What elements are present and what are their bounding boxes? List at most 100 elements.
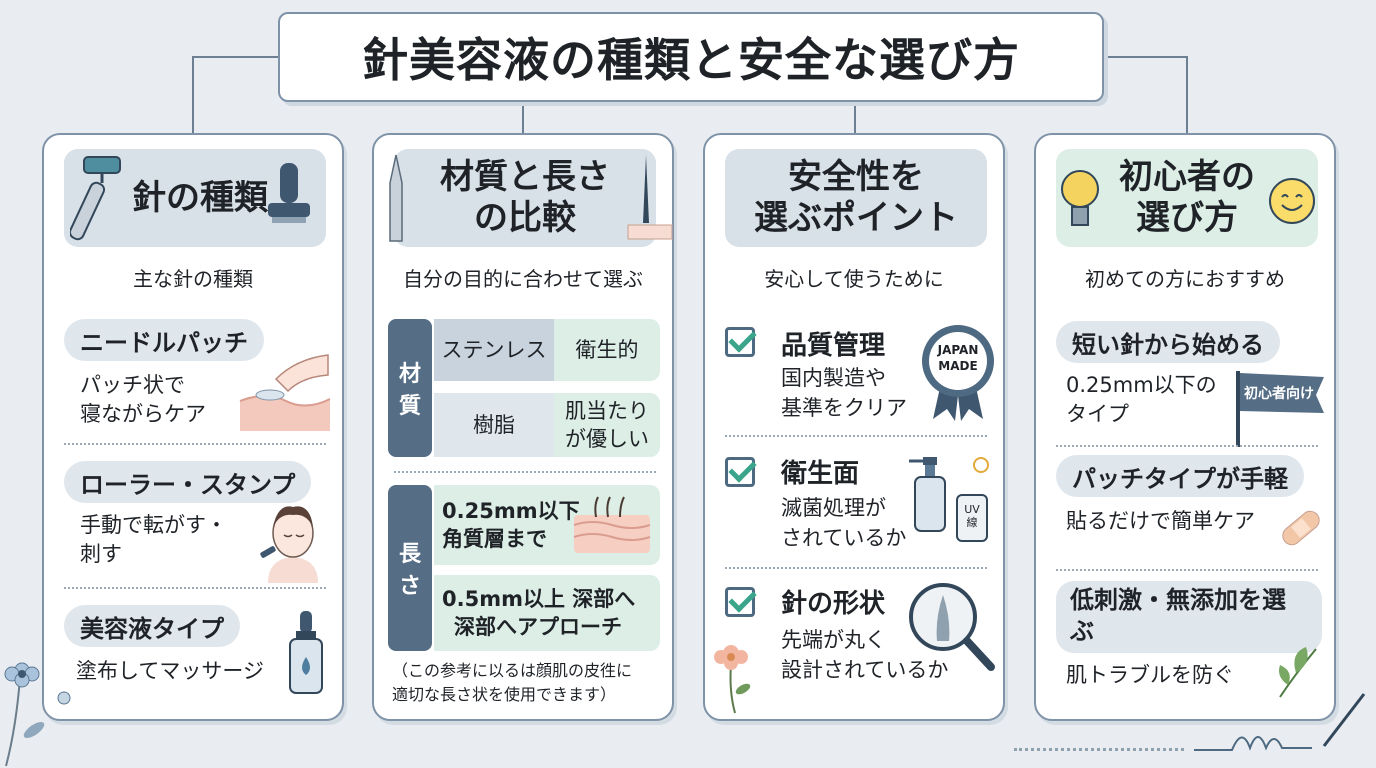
column-header: 安全性を 選ぶポイント — [725, 149, 987, 247]
column-subtitle: 主な針の種類 — [133, 267, 253, 291]
connector-line — [192, 56, 194, 134]
desc-line: されているか — [781, 526, 907, 551]
label-char: さ — [398, 574, 421, 599]
short-needle-label: 短い針から始める — [1056, 321, 1280, 363]
desc-line: 0.25mm以下の — [1066, 373, 1217, 397]
connector-line — [1102, 56, 1188, 58]
header-text: 初心者の — [1119, 157, 1255, 198]
connector-line — [192, 56, 280, 58]
derma-roller-icon — [70, 156, 121, 241]
desc-line: 塗布してマッサージ — [76, 659, 264, 683]
hygiene-head: 衛生面 — [781, 459, 860, 489]
column-material-length: 材質と長さ の比較 自分の目的に合わせて選ぶ 材 質 ステンレス 衛生的 樹脂 … — [372, 133, 674, 721]
quality-desc: 国内製造や 基準をクリア — [781, 363, 907, 424]
leaf-icon — [1279, 647, 1317, 698]
roller-stamp-label: ローラー・スタンプ — [64, 461, 312, 503]
divider — [64, 587, 326, 589]
check-icon — [725, 327, 755, 357]
header-text: 選ぶポイント — [754, 198, 958, 238]
japan-made-badge-icon: JAPAN MADE — [919, 323, 997, 423]
desc-line: 貼るだけで簡単ケア — [1066, 509, 1255, 533]
desc-line: 手動で転がす・ — [80, 513, 227, 537]
length-label: 長 さ — [388, 485, 432, 651]
length-long: 0.5mm以上 深部へ 深部へアプローチ — [434, 575, 660, 651]
desc-line: 先端が丸く — [781, 628, 886, 652]
skin-layer-icon — [573, 496, 651, 553]
desc-line: 肌トラブルを防ぐ — [1066, 663, 1234, 687]
footnote: （この参考に以るは顔肌の皮徃に 適切な長さ状を使用できます） — [392, 659, 632, 707]
dropper-bottle-icon — [289, 611, 323, 694]
serum-type-desc: 塗布してマッサージ — [76, 657, 264, 686]
column-subtitle: 初めての方におすすめ — [1085, 267, 1285, 291]
resin-needle-icon — [627, 155, 673, 240]
column-safety: 安全性を 選ぶポイント 安心して使うために 品質管理 国内製造や 基準をクリア … — [703, 133, 1005, 721]
skin-patch-icon — [239, 354, 331, 431]
length-line: 0.25mm以下 — [442, 498, 580, 523]
page-title: 針美容液の種類と安全な選び方 — [362, 33, 1020, 87]
pen-scribble-icon — [1194, 693, 1366, 751]
beginner-flag-icon: 初心者向け — [1232, 367, 1328, 447]
sanitizer-bottles-icon: UV 線 — [903, 453, 999, 549]
length-line: 深部へアプローチ — [454, 615, 622, 639]
divider — [394, 471, 656, 473]
low-irritation-desc: 肌トラブルを防ぐ — [1066, 661, 1234, 690]
desc-line: 滅菌処理が — [781, 496, 886, 520]
badge-line: MADE — [938, 358, 978, 373]
title-box: 針美容液の種類と安全な選び方 — [278, 12, 1104, 102]
material-stainless-merit: 衛生的 — [554, 319, 660, 381]
connector-line — [854, 102, 856, 134]
dotted-line-decoration — [1014, 748, 1184, 751]
divider — [725, 435, 987, 437]
desc-line: タイプ — [1066, 402, 1129, 427]
short-needle-desc: 0.25mm以下の タイプ — [1066, 371, 1217, 430]
patch-type-label: パッチタイプが手軽 — [1056, 455, 1304, 497]
column-header: 針の種類 — [64, 149, 326, 247]
header-text: 安全性を — [788, 157, 924, 198]
label-line: ぶ — [1070, 617, 1094, 646]
needle-shape-desc: 先端が丸く 設計されているか — [781, 625, 948, 686]
hygiene-desc: 滅菌処理が されているか — [781, 493, 906, 554]
length-line: 角質層まで — [442, 527, 547, 551]
column-subtitle: 安心して使うために — [764, 267, 944, 291]
note-line: 適切な長さ状を使用できます） — [392, 685, 617, 704]
flower-decoration-icon — [4, 662, 71, 767]
uv-line: UV — [964, 503, 980, 516]
label-line: 低刺激・無添加を選 — [1070, 586, 1286, 614]
merit-line: が優しい — [565, 427, 649, 451]
material-resin-merit: 肌当たり が優しい — [554, 393, 660, 457]
divider — [1056, 445, 1318, 447]
desc-line: パッチ状で — [80, 373, 185, 397]
column-subtitle: 自分の目的に合わせて選ぶ — [403, 267, 643, 291]
needle-patch-label: ニードルパッチ — [64, 319, 264, 361]
material-resin: 樹脂 — [434, 393, 554, 457]
note-line: （この参考に以るは顔肌の皮徃に — [392, 661, 633, 680]
column-header: 材質と長さ の比較 — [389, 149, 673, 247]
header-text: 選び方 — [1136, 198, 1238, 238]
lightbulb-icon — [1061, 170, 1099, 226]
uv-line: 線 — [966, 516, 978, 530]
header-text: 材質と長さ — [440, 157, 610, 198]
serum-type-label: 美容液タイプ — [64, 605, 240, 647]
divider — [725, 567, 987, 569]
badge-line: JAPAN — [937, 343, 979, 357]
material-label: 材 質 — [388, 319, 432, 457]
magnifier-icon — [909, 583, 995, 671]
length-short: 0.25mm以下 角質層まで — [434, 485, 660, 565]
merit-line: 肌当たり — [565, 398, 649, 423]
header-text: 針の種類 — [132, 177, 268, 218]
smiley-icon — [1269, 178, 1315, 224]
face-roller-icon — [260, 506, 318, 583]
roller-stamp-desc: 手動で転がす・ 刺す — [80, 511, 227, 570]
desc-line: 設計されているか — [781, 658, 949, 683]
desc-line: 国内製造や — [781, 366, 886, 390]
flag-label: 初心者向け — [1244, 386, 1314, 402]
label-char: 質 — [398, 394, 421, 419]
bandage-icon — [1282, 510, 1320, 546]
column-needle-types: 針の種類 主な針の種類 ニードルパッチ パッチ状で 寝ながらケア ローラー・スタ… — [42, 133, 344, 721]
header-text: の比較 — [474, 198, 576, 238]
needle-patch-desc: パッチ状で 寝ながらケア — [80, 371, 206, 430]
patch-type-desc: 貼るだけで簡単ケア — [1066, 507, 1255, 536]
low-irritation-label: 低刺激・無添加を選 ぶ — [1056, 581, 1322, 653]
desc-line: 基準をクリア — [781, 396, 907, 421]
stamp-icon — [268, 163, 310, 223]
